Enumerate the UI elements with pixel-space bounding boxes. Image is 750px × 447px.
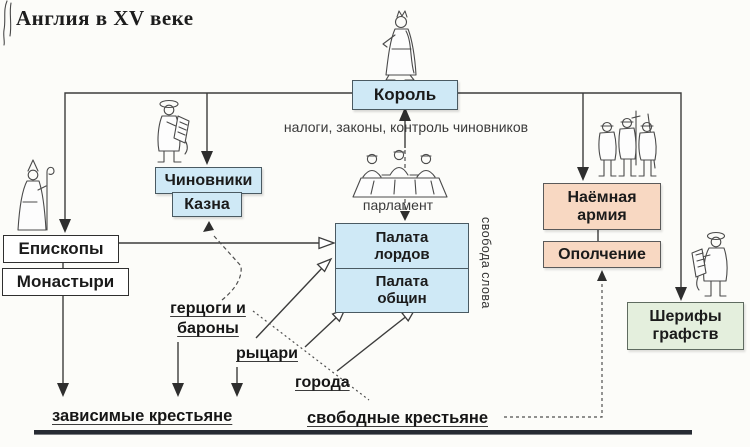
bishop-illustration xyxy=(10,158,56,234)
freedom-of-speech-label: свобода слова xyxy=(479,217,493,309)
sheriff-illustration xyxy=(684,229,740,305)
king-box: Король xyxy=(352,80,458,110)
monasteries-box: Монастыри xyxy=(2,268,129,296)
knights-label: рыцари xyxy=(236,345,298,362)
bishops-box: Епископы xyxy=(3,235,119,263)
house-of-lords-cell: Палата лордов xyxy=(336,224,468,269)
clerk-illustration xyxy=(147,96,201,168)
house-of-commons-cell: Палата общин xyxy=(375,273,429,308)
corner-figure-illustration xyxy=(0,0,14,46)
mercenary-army-box: Наёмная армия xyxy=(543,183,661,230)
officials-box: Чиновники xyxy=(155,167,262,194)
taxes-laws-label: налоги, законы, контроль чиновников xyxy=(283,119,529,135)
page-title: Англия в XV веке xyxy=(16,6,194,30)
parliament-illustration xyxy=(352,147,448,199)
cities-label: города xyxy=(295,374,350,391)
soldiers-illustration xyxy=(591,110,665,184)
bottom-bar xyxy=(34,430,692,435)
dependent-peasants-label: зависимые крестьяне xyxy=(52,407,233,425)
king-illustration xyxy=(374,8,428,82)
county-sheriffs-box: Шерифы графств xyxy=(627,302,744,350)
parliament-label: парламент xyxy=(362,197,434,213)
treasury-box: Казна xyxy=(172,192,242,217)
dukes-barons-label: герцоги и бароны xyxy=(170,300,246,337)
free-peasants-label: свободные крестьяне xyxy=(307,409,488,427)
militia-box: Ополчение xyxy=(543,241,661,268)
parliament-chambers-box: Палата лордов Палата общин xyxy=(335,223,469,313)
